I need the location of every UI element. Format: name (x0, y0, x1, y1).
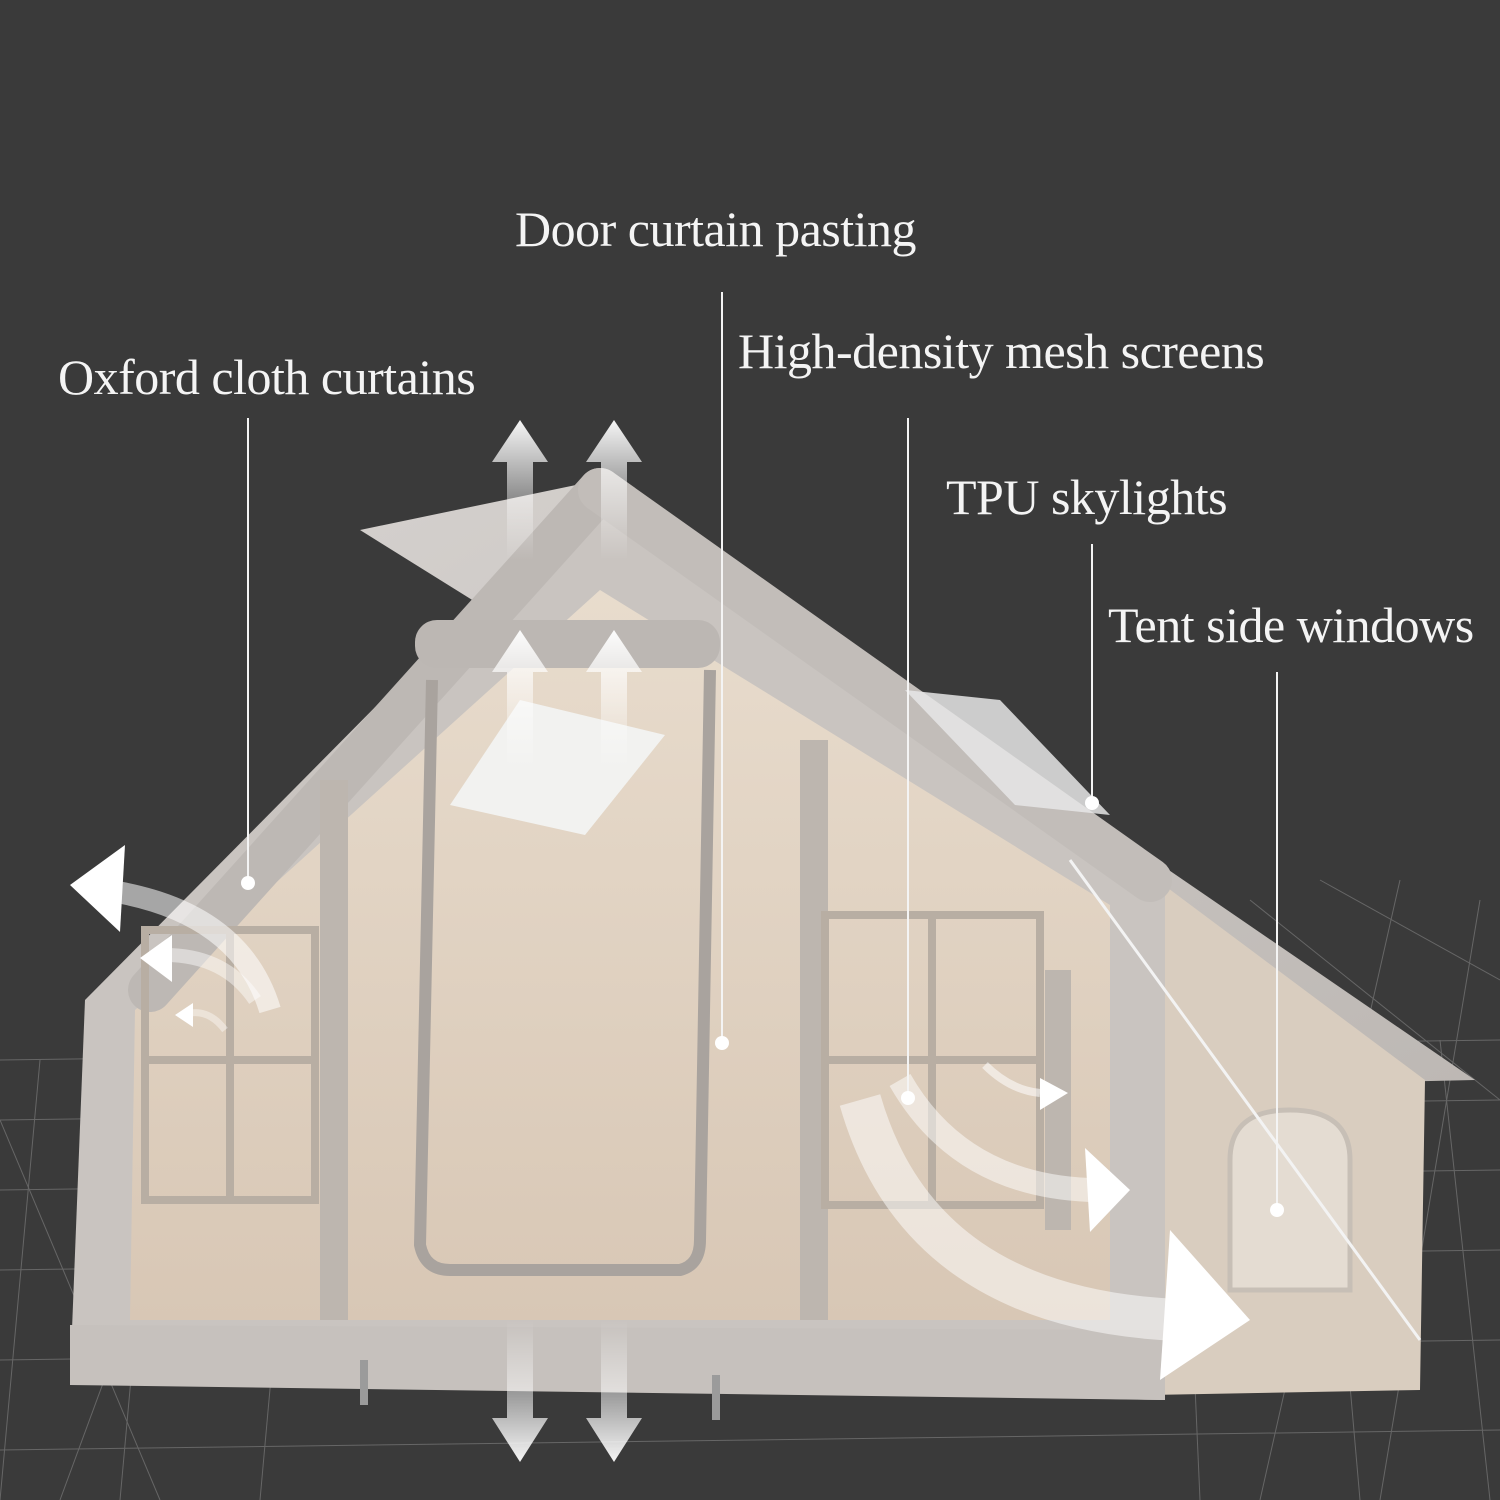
callout-tpu-skylights: TPU skylights (946, 469, 1228, 525)
callout-tent-side-windows: Tent side windows (1108, 597, 1474, 653)
callout-lines (247, 292, 1278, 1208)
callout-dots (241, 796, 1284, 1217)
callout-mesh-screens: High-density mesh screens (738, 323, 1265, 379)
roof-skylight (905, 690, 1110, 815)
door-zipper-outline (413, 669, 716, 1276)
airflow-left-arrows (70, 845, 281, 1033)
callout-door-curtain-pasting: Door curtain pasting (515, 201, 917, 257)
arrow-up-icon (492, 420, 642, 770)
tent-body (70, 468, 1475, 1420)
arrow-down-icon (492, 1320, 642, 1462)
side-arch-window (1227, 1107, 1353, 1293)
airflow-right-arrows (839, 1062, 1250, 1380)
callout-oxford-cloth-curtains: Oxford cloth curtains (58, 349, 476, 405)
